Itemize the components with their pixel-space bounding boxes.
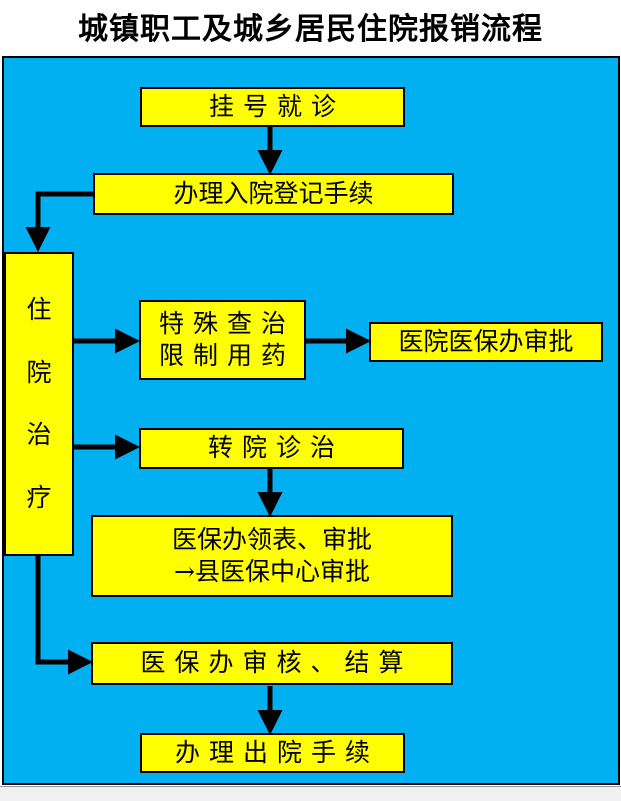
sheet-footer-strip: [0, 786, 621, 801]
arrow-admission-to-inpatient: [25, 191, 93, 252]
step-discharge-box: 办理出院手续: [140, 733, 405, 773]
step-settlement-box: 医保办审核、结算: [91, 642, 453, 685]
inpatient-char-3: 治: [26, 420, 52, 449]
step-register-box: 挂号就诊: [140, 87, 405, 127]
inpatient-char-2: 院: [26, 357, 52, 387]
step-inpatient-box: 住 院 治 疗: [4, 252, 74, 556]
step-transfer-box: 转院诊治: [139, 428, 404, 469]
step-transfer-approval-box: 医保办领表、审批 →县医保中心审批: [91, 515, 453, 597]
inpatient-char-4: 疗: [26, 482, 52, 512]
transfer-approval-line-2: →县医保中心审批: [174, 557, 370, 586]
inpatient-char-1: 住: [26, 295, 52, 324]
step-special-treatment-box: 特殊查治 限制用药: [139, 300, 306, 380]
transfer-approval-line-1: 医保办领表、审批: [171, 524, 372, 554]
step-admission-box: 办理入院登记手续: [93, 173, 454, 215]
special-treatment-line-1: 特殊查治: [158, 308, 295, 338]
page-title: 城镇职工及城乡居民住院报销流程: [78, 12, 543, 47]
step-hospital-approval-box: 医院医保办审批: [369, 322, 603, 362]
special-treatment-line-2: 限制用药: [158, 341, 295, 370]
arrow-inpatient-to-settlement: [35, 556, 93, 675]
